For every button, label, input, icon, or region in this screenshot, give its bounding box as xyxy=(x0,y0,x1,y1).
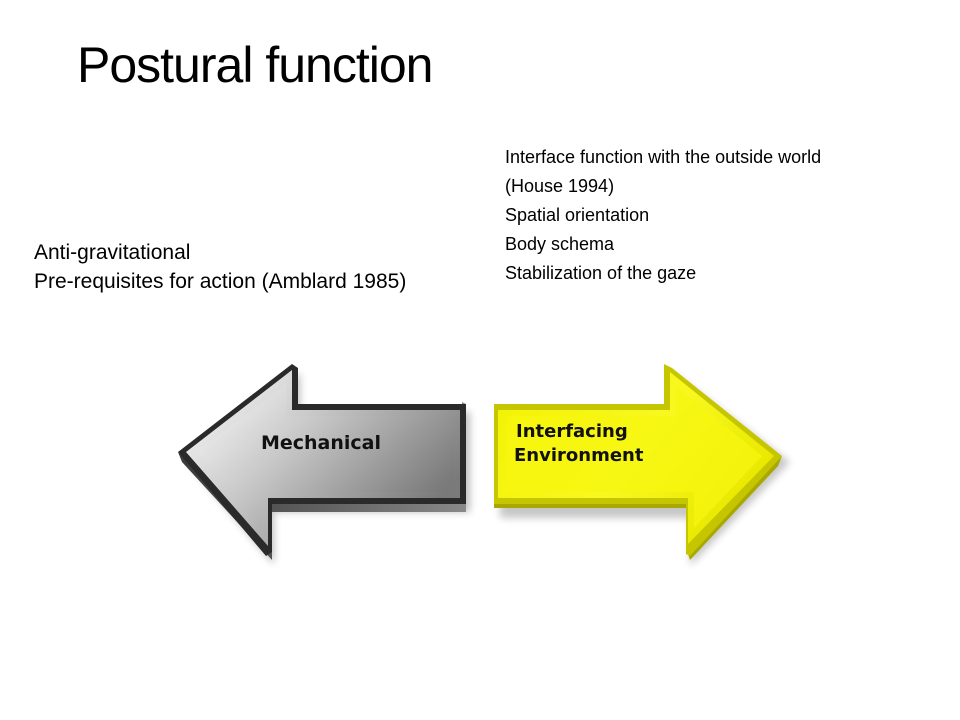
interfacing-label-line1: Interfacing xyxy=(516,421,628,442)
text-line: Body schema xyxy=(505,234,615,254)
interfacing-environment-arrow: Interfacing Environment xyxy=(494,364,790,566)
mechanical-description: Anti-gravitational Pre-requisites for ac… xyxy=(34,238,406,296)
slide-title: Postural function xyxy=(77,37,433,93)
text-line: Stabilization of the gaze xyxy=(505,263,697,283)
text-line: Spatial orientation xyxy=(505,205,650,225)
mechanical-label: Mechanical xyxy=(261,432,381,454)
text-line: Interface function with the outside worl… xyxy=(505,147,822,167)
text-line: Anti-gravitational xyxy=(34,241,191,264)
mechanical-arrow: Mechanical xyxy=(178,364,470,565)
text-line: Pre-requisites for action (Amblard 1985) xyxy=(34,270,407,293)
interfacing-description: Interface function with the outside worl… xyxy=(505,143,821,288)
interfacing-label-line2: Environment xyxy=(514,445,644,466)
text-line: (House 1994) xyxy=(505,176,615,196)
